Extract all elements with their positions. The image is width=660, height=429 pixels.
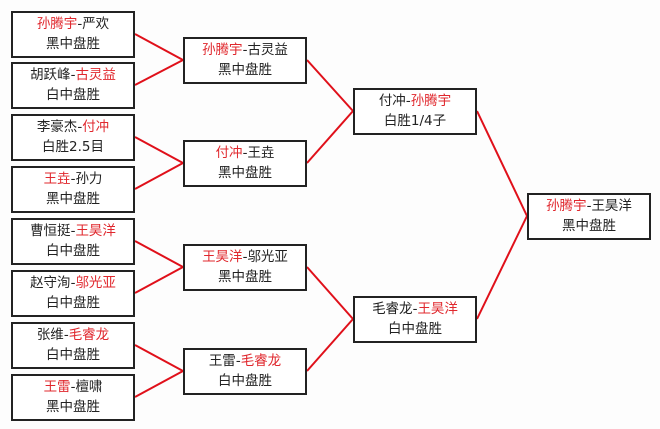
- match-box-round-of-16: 张维-毛睿龙白中盘胜: [11, 322, 135, 369]
- match-result: 白中盘胜: [46, 87, 100, 103]
- player-name: 王昊洋: [417, 301, 458, 317]
- match-players: 付冲-王垚: [215, 145, 275, 161]
- player-name: 张维: [36, 327, 64, 343]
- match-result: 白中盘胜: [46, 243, 100, 259]
- player-name: 王垚: [43, 171, 71, 187]
- match-result: 白中盘胜: [218, 373, 272, 389]
- player-name: 檀啸: [75, 379, 103, 395]
- match-players: 孙腾宇-严欢: [36, 16, 110, 32]
- match-players: 王昊洋-邬光亚: [202, 249, 288, 265]
- player-name: 邬光亚: [247, 249, 288, 265]
- bracket-connector: [476, 215, 528, 320]
- match-result: 黑中盘胜: [218, 269, 272, 285]
- match-box-round-of-16: 赵守洵-邬光亚白中盘胜: [11, 270, 135, 317]
- bracket-connector: [476, 110, 528, 217]
- match-players: 付冲-孙腾宇: [378, 93, 452, 109]
- player-name: 毛睿龙: [372, 301, 413, 317]
- bracket-connector: [134, 162, 184, 190]
- player-name: 毛睿龙: [240, 353, 282, 369]
- match-players: 王垚-孙力: [43, 171, 103, 187]
- match-result: 白中盘胜: [388, 321, 442, 337]
- match-players: 张维-毛睿龙: [36, 327, 110, 343]
- player-name: 孙腾宇: [546, 198, 587, 214]
- bracket-connector: [306, 266, 354, 320]
- match-box-quarterfinal: 王昊洋-邬光亚黑中盘胜: [183, 244, 307, 291]
- match-box-round-of-16: 王雷-檀啸黑中盘胜: [11, 374, 135, 421]
- player-name: 王昊洋: [591, 198, 632, 214]
- match-players: 李豪杰-付冲: [36, 119, 110, 135]
- match-players: 孙腾宇-王昊洋: [546, 198, 632, 214]
- bracket-connector: [306, 110, 354, 164]
- player-name: 孙腾宇: [410, 93, 452, 109]
- player-name: 付冲: [215, 145, 243, 161]
- match-box-round-of-16: 李豪杰-付冲白胜2.5目: [11, 114, 135, 161]
- player-name: 付冲: [378, 93, 406, 109]
- match-result: 黑中盘胜: [46, 36, 100, 52]
- bracket-connector: [306, 318, 354, 372]
- match-result: 黑中盘胜: [218, 165, 272, 181]
- match-players: 曹恒挺-王昊洋: [30, 223, 116, 239]
- match-box-round-of-16: 曹恒挺-王昊洋白中盘胜: [11, 218, 135, 265]
- match-players: 赵守洵-邬光亚: [30, 275, 116, 291]
- player-name: 古灵益: [75, 67, 116, 83]
- bracket-connector: [134, 33, 184, 61]
- match-players: 王雷-檀啸: [43, 379, 103, 395]
- match-players: 毛睿龙-王昊洋: [372, 301, 458, 317]
- match-result: 黑中盘胜: [562, 218, 616, 234]
- match-box-semifinal: 付冲-孙腾宇白胜1/4子: [353, 88, 477, 135]
- player-name: 邬光亚: [75, 275, 116, 291]
- match-result: 黑中盘胜: [218, 62, 272, 78]
- match-result: 白胜1/4子: [383, 113, 447, 129]
- match-result: 白中盘胜: [46, 295, 100, 311]
- player-name: 王垚: [247, 145, 275, 161]
- player-name: 王昊洋: [75, 223, 116, 239]
- player-name: 胡跃峰: [30, 67, 71, 83]
- match-result: 白中盘胜: [46, 347, 100, 363]
- bracket-connector: [134, 59, 184, 86]
- player-name: 严欢: [82, 16, 110, 32]
- match-box-round-of-16: 胡跃峰-古灵益白中盘胜: [11, 62, 135, 109]
- bracket-connector: [134, 266, 184, 294]
- player-name: 古灵益: [247, 42, 288, 58]
- player-name: 王雷: [43, 379, 71, 395]
- player-name: 孙腾宇: [202, 42, 243, 58]
- player-name: 王昊洋: [202, 249, 243, 265]
- player-name: 赵守洵: [30, 275, 71, 291]
- player-name: 孙力: [75, 171, 103, 187]
- match-box-quarterfinal: 付冲-王垚黑中盘胜: [183, 140, 307, 187]
- bracket-connector: [134, 136, 184, 164]
- match-players: 胡跃峰-古灵益: [30, 67, 116, 83]
- match-players: 孙腾宇-古灵益: [202, 42, 288, 58]
- match-box-quarterfinal: 孙腾宇-古灵益黑中盘胜: [183, 37, 307, 84]
- match-box-quarterfinal: 王雷-毛睿龙白中盘胜: [183, 348, 307, 395]
- match-box-semifinal: 毛睿龙-王昊洋白中盘胜: [353, 296, 477, 343]
- match-box-round-of-16: 王垚-孙力黑中盘胜: [11, 166, 135, 213]
- player-name: 王雷: [208, 353, 236, 369]
- player-name: 毛睿龙: [68, 327, 110, 343]
- match-result: 白胜2.5目: [42, 139, 104, 155]
- match-players: 王雷-毛睿龙: [208, 353, 282, 369]
- bracket-connector: [306, 59, 354, 112]
- bracket-connector: [134, 344, 184, 372]
- match-result: 黑中盘胜: [46, 399, 100, 415]
- match-box-final: 孙腾宇-王昊洋黑中盘胜: [527, 193, 651, 240]
- bracket-connector: [134, 240, 184, 268]
- player-name: 李豪杰: [36, 119, 78, 135]
- match-result: 黑中盘胜: [46, 191, 100, 207]
- player-name: 付冲: [82, 119, 110, 135]
- player-name: 曹恒挺: [30, 223, 71, 239]
- match-box-round-of-16: 孙腾宇-严欢黑中盘胜: [11, 11, 135, 58]
- bracket-connector: [134, 370, 184, 398]
- player-name: 孙腾宇: [36, 16, 78, 32]
